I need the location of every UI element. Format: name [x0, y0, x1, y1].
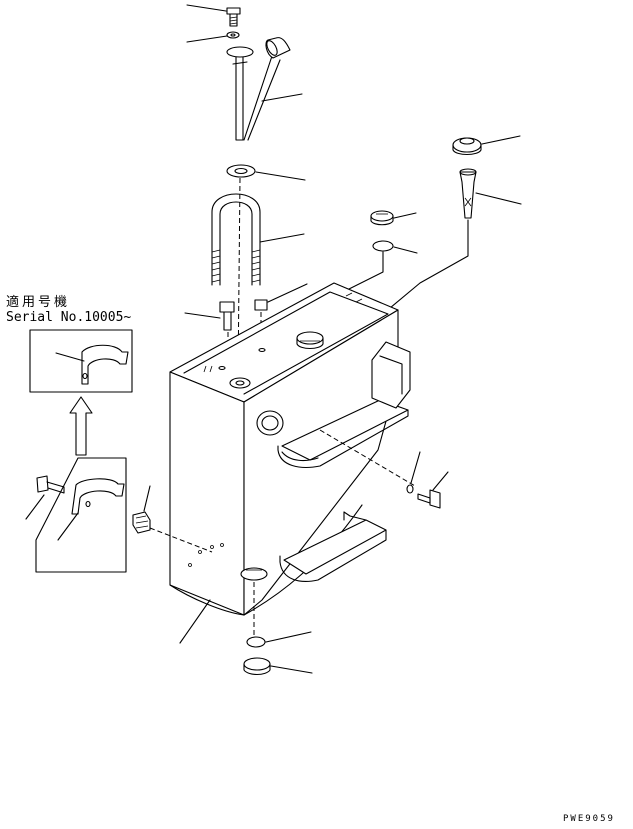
- tank-bolt: [219, 301, 235, 331]
- leader-line: [255, 171, 306, 181]
- bracket-bolt: [36, 475, 65, 494]
- leader-line: [481, 135, 521, 145]
- plug: [372, 240, 394, 252]
- leader-line: [410, 451, 421, 484]
- leader-line: [186, 35, 228, 43]
- applicable-serial-label-jp: 適用号機: [6, 295, 71, 310]
- centerline: [319, 429, 416, 487]
- leader-line: [259, 233, 305, 243]
- side-bolt-washer: [406, 484, 414, 494]
- u-bolt: [211, 193, 261, 286]
- nut: [254, 299, 268, 311]
- top-bolt: [226, 7, 241, 27]
- filler-cap: [452, 137, 482, 156]
- leader-line: [25, 494, 45, 520]
- leader-line: [265, 631, 312, 643]
- serial-bracket-box: [29, 329, 133, 393]
- side-bolt: [417, 489, 441, 509]
- leader-line: [393, 246, 418, 254]
- serial-bracket: [81, 344, 129, 385]
- leader-line: [267, 283, 308, 303]
- leader-line: [179, 599, 211, 644]
- leader-line: [55, 352, 85, 362]
- up-arrow-icon: [69, 396, 93, 456]
- leader-line: [186, 4, 227, 12]
- bracket: [71, 478, 125, 515]
- drawing-code-label: PWE9059: [563, 814, 615, 824]
- serial-range-label: Serial No.10005~: [6, 310, 132, 325]
- oring: [246, 636, 266, 648]
- strainer: [459, 168, 477, 219]
- leader-line: [261, 93, 303, 102]
- step: [277, 341, 411, 582]
- clip: [132, 511, 151, 534]
- drain-plug: [243, 657, 271, 676]
- leader-line: [270, 665, 313, 674]
- bracket-box: [35, 457, 127, 573]
- tank-cap: [370, 210, 394, 226]
- leader-line: [432, 471, 449, 491]
- centerline: [149, 527, 213, 553]
- fuel-level-sender: [226, 37, 291, 141]
- leader-line: [475, 192, 522, 205]
- leader-line: [143, 485, 151, 512]
- leader-line: [393, 212, 417, 219]
- leader-line: [57, 512, 79, 541]
- lock-washer: [226, 31, 240, 39]
- gasket: [226, 164, 256, 178]
- leader-line: [184, 312, 221, 319]
- fuel-tank: [169, 282, 399, 616]
